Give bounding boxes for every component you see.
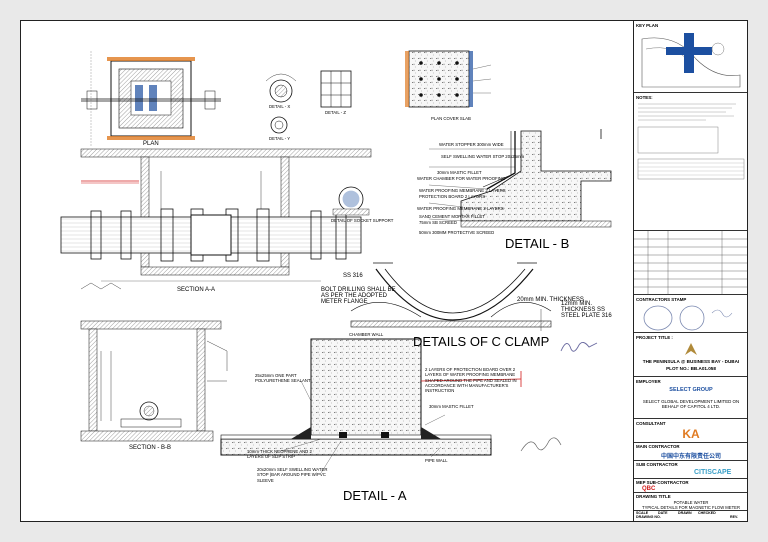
main-contractor-name: 中国中东有限责任公司 bbox=[660, 454, 721, 460]
notes-label: NOTES: bbox=[636, 95, 653, 100]
key-plan-map bbox=[641, 33, 741, 88]
cover-slab-title: PLAN COVER SLAB bbox=[431, 116, 471, 121]
detail-b-note: SELF SWELLING WATER STOP 20x25mm bbox=[441, 154, 525, 159]
consultant-label: CONSULTANT bbox=[636, 421, 666, 426]
detail-z-title: DETAIL - Z bbox=[325, 110, 347, 115]
drawing-title-line1: POTABLE WATER bbox=[673, 500, 709, 505]
revision-table bbox=[634, 231, 747, 295]
sub-contractor-logo: CITISCAPE bbox=[694, 469, 732, 476]
detail-b-note: WATER CHAMBER FOR WATER PROOFING bbox=[417, 176, 506, 181]
signature-mark bbox=[520, 342, 598, 452]
employer-box: EMPLOYER SELECT GROUP SELECT GLOBAL DEVE… bbox=[634, 377, 747, 419]
employer-logo: SELECT GROUP bbox=[669, 387, 713, 393]
detail-a-drawing bbox=[220, 338, 522, 474]
detail-b-drawing bbox=[428, 129, 612, 228]
plot-number: PLOT NO.: BB.A01.058 bbox=[666, 366, 716, 371]
detail-a-note: 2 LAYERS OF PROTECTION BOARD OVER 2 LAYE… bbox=[425, 367, 517, 394]
detail-a-note: PIPE WALL bbox=[425, 458, 448, 463]
small-details bbox=[265, 70, 352, 134]
detail-b-note: PROTECTION BOARD 2 LAYERS bbox=[419, 194, 486, 199]
detail-drawings bbox=[60, 50, 612, 474]
section-aa bbox=[60, 148, 372, 290]
date-label: DATE bbox=[658, 511, 668, 515]
revision-label: REV. bbox=[730, 515, 739, 519]
employer-name: SELECT GLOBAL DEVELOPMENT LIMITED ON BEH… bbox=[642, 399, 740, 410]
detail-b-note: WATER PROOFING MEMBRANE 2 LAYERS bbox=[419, 188, 506, 193]
detail-b-title: DETAIL - B bbox=[505, 236, 570, 251]
socket-support-title: DETAIL OF SOCKET SUPPORT bbox=[331, 218, 394, 223]
employer-label: EMPLOYER bbox=[636, 379, 661, 384]
detail-a-note: 30mm MASTIC FILLET bbox=[429, 404, 474, 409]
plan-title: PLAN bbox=[143, 141, 159, 147]
main-contractor-label: MAIN CONTRACTOR bbox=[636, 444, 680, 449]
project-title-label: PROJECT TITLE : bbox=[636, 335, 673, 340]
notes-box: NOTES: bbox=[634, 93, 747, 231]
revision-grid bbox=[634, 231, 747, 295]
chamber-plan bbox=[81, 51, 221, 146]
detail-a-title: DETAIL - A bbox=[343, 488, 407, 503]
section-bb bbox=[80, 320, 228, 442]
clamp-note: 20mm MIN. THICKNESS bbox=[517, 297, 584, 303]
key-plan-label: KEY PLAN bbox=[636, 23, 659, 28]
contractor-stamp-box: CONTRACTORS STAMP bbox=[634, 295, 747, 333]
drawing-sheet: DETAIL - B DETAIL - A DETAILS OF C CLAMP… bbox=[20, 20, 748, 522]
scale-label: SCALE bbox=[636, 511, 649, 515]
project-title-box: PROJECT TITLE : THE PENINSULA @ BUSINESS… bbox=[634, 333, 747, 377]
consultant-box: CONSULTANT KA bbox=[634, 419, 747, 443]
detail-b-note: WATER PROOFING MEMBRANE 2 LAYERS bbox=[417, 206, 504, 211]
c-clamp-title: DETAILS OF C CLAMP bbox=[413, 334, 550, 349]
clamp-note: SS 316 bbox=[343, 273, 363, 279]
main-contractor-box: MAIN CONTRACTOR 中国中东有限责任公司 bbox=[634, 443, 747, 461]
drawn-label: DRAWN bbox=[678, 511, 692, 515]
project-logo-icon bbox=[685, 343, 697, 355]
clamp-note: BOLT DRILLING SHALL BE AS PER THE ADOPTE… bbox=[321, 287, 396, 305]
sub-contractor-box: SUB CONTRACTOR CITISCAPE bbox=[634, 461, 747, 479]
mep-contractor-label: MEP SUB-CONTRACTOR bbox=[636, 480, 689, 485]
drawing-title-box: DRAWING TITLE POTABLE WATER TYPICAL DETA… bbox=[634, 493, 747, 511]
drawing-title-line2: TYPICAL DETAILS FOR MAGNETIC FLOW METER bbox=[642, 505, 740, 510]
detail-a-note: CHAMBER WALL bbox=[349, 332, 384, 337]
stamp-seals bbox=[643, 305, 733, 331]
drawing-area: DETAIL - B DETAIL - A DETAILS OF C CLAMP… bbox=[21, 21, 633, 521]
detail-b-note: 50mm 300MM PROTECTIVE SCREED bbox=[419, 230, 495, 235]
clamp-note: 12mm MIN. THICKNESS SS STEEL PLATE 316 bbox=[561, 301, 612, 319]
drawing-no-label: DRAWING NO. bbox=[636, 515, 661, 519]
contractor-stamp-label: CONTRACTORS STAMP bbox=[636, 297, 687, 302]
checked-label: CHECKED bbox=[698, 511, 716, 515]
detail-a-note: 20x20mm SELF SWELLING WATER STOP (BAR AR… bbox=[257, 467, 328, 483]
mep-contractor-box: MEP SUB-CONTRACTOR QBC bbox=[634, 479, 747, 493]
detail-y-title: DETAIL - Y bbox=[269, 136, 291, 141]
drawing-title-label: DRAWING TITLE bbox=[636, 494, 671, 499]
detail-b-note: 75mm SB SCREED bbox=[419, 220, 457, 225]
sub-contractor-label: SUB CONTRACTOR bbox=[636, 462, 678, 467]
project-title: THE PENINSULA @ BUSINESS BAY - DUBAI bbox=[642, 359, 740, 364]
section-aa-title: SECTION A-A bbox=[177, 287, 216, 293]
title-block: KEY PLAN NOTES: bbox=[633, 21, 747, 521]
section-bb-title: SECTION - B-B bbox=[129, 445, 172, 451]
detail-b-note: WATER STOPPER 300mm WIDE bbox=[439, 142, 504, 147]
socket-support bbox=[332, 186, 370, 216]
detail-b-note: SAND CEMENT MORTAR FILLET bbox=[419, 214, 485, 219]
consultant-logo: KA bbox=[682, 427, 700, 441]
drawing-info-box: SCALE DATE DRAWN CHECKED DRAWING NO. REV… bbox=[634, 511, 747, 521]
cover-slab-plan bbox=[405, 50, 492, 108]
detail-b-note: 30mm MASTIC FILLET bbox=[437, 170, 482, 175]
c-clamp-drawing bbox=[350, 262, 552, 331]
detail-x-title: DETAIL - X bbox=[269, 104, 291, 109]
detail-a-note: 10mm THICK NEOPRENE AND 2 LAYERS OF SLIP… bbox=[247, 449, 312, 460]
detail-a-note: 25x25mm ONE PART POLYURETHENE SEALANT bbox=[255, 373, 311, 384]
mep-contractor-logo: QBC bbox=[642, 486, 656, 492]
notes-lines bbox=[637, 103, 745, 180]
key-plan-box: KEY PLAN bbox=[634, 21, 747, 93]
